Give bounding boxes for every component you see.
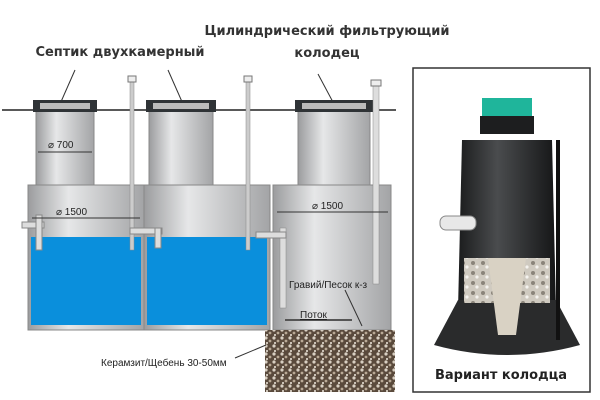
filter-well	[272, 100, 392, 331]
transfer-pipes	[21, 214, 287, 251]
septic-chamber-2	[143, 100, 271, 331]
well-diameter-label: ⌀ 1500	[312, 201, 343, 212]
gravel-bed	[265, 330, 395, 392]
leader-line	[344, 289, 363, 327]
water	[147, 237, 267, 325]
filter-well-title-2: колодец	[294, 46, 360, 61]
neck-diameter-label: ⌀ 700	[48, 140, 74, 151]
tank-diameter-label: ⌀ 1500	[56, 207, 87, 218]
leader-line	[317, 73, 335, 105]
leader-line	[234, 344, 267, 359]
well-variant-panel: Вариант колодца	[412, 67, 591, 393]
flow-label: Поток	[300, 310, 328, 321]
gravel-sand-label: Гравий/Песок к-з	[289, 280, 368, 291]
leader-line	[59, 69, 76, 105]
water	[31, 237, 141, 325]
septic-title: Септик двухкамерный	[35, 45, 204, 60]
well-lid	[482, 98, 532, 118]
filter-well-title-1: Цилиндрический фильтрующий	[204, 24, 449, 39]
expanded-clay-label: Керамзит/Щебень 30-50мм	[101, 357, 227, 369]
septic-chamber-1	[27, 100, 145, 331]
vent-pipes	[127, 75, 382, 309]
variant-caption: Вариант колодца	[435, 368, 567, 383]
leader-line	[167, 69, 184, 105]
